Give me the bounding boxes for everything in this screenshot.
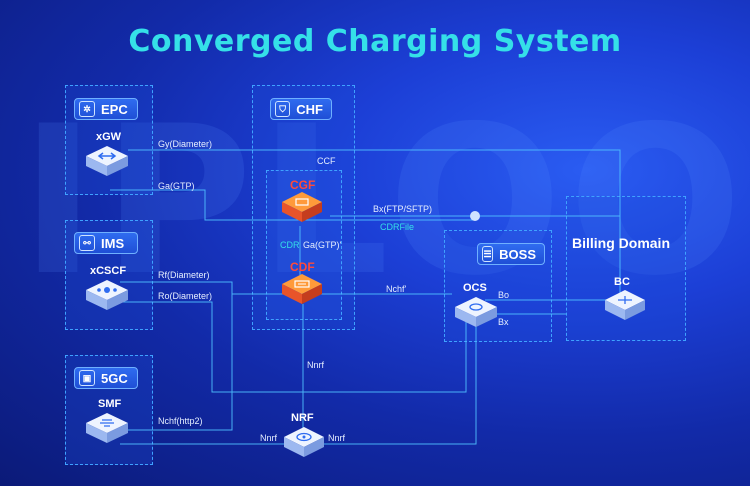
xcscf-label: xCSCF [90,265,127,277]
smf-label: SMF [98,398,122,410]
bx-ftp-label: Bx(FTP/SFTP) [373,204,432,214]
boss-badge: ☰BOSS [477,243,545,265]
billing-domain-title: Billing Domain [572,235,670,251]
ocs-label: OCS [463,282,487,294]
xcscf-node-icon [86,280,128,310]
nrf-node-icon [284,427,324,457]
bc-node-icon [605,290,645,320]
bx-label: Bx [498,317,509,327]
ims-badge: ⚯IMS [74,232,138,254]
bo-label: Bo [498,290,510,300]
smf-node-icon [86,413,128,443]
rf-line [120,281,302,295]
cgf-label: CGF [290,178,316,192]
cgf-node-icon [282,192,322,222]
xgw-label: xGW [96,131,122,143]
ga-label: Ga(GTP) [158,181,195,191]
xgw-node-icon [86,146,128,176]
ccf-label: CCF [317,156,336,166]
nnrf-right-line [318,322,477,445]
cdrfile-label: CDRFile [380,222,415,232]
cdf-label: CDF [290,260,315,274]
gy-label: Gy(Diameter) [158,139,213,149]
epc-badge: ✲EPC [74,98,138,120]
rf-label: Rf(Diameter) [158,270,210,280]
nchf-http2-label: Nchf(http2) [158,416,203,426]
cube-icon: ▣ [79,370,95,386]
ro-line [120,301,467,393]
nchf-http2-line [120,294,233,431]
nnrf-vertical-label: Nnrf [307,360,325,370]
server-icon: ☰ [482,246,494,262]
ro-label: Ro(Diameter) [158,291,213,301]
cdf-node-icon [282,274,322,304]
gy-line [128,149,621,296]
shield-icon: ⛉ [275,101,291,117]
watermark: IPLOOK [20,83,750,321]
network-icon: ⚯ [79,235,95,251]
nnrf-left-label: Nnrf [260,433,278,443]
ga-gtp-prime-label: Ga(GTP)' [303,240,342,250]
atom-icon: ✲ [79,101,95,117]
diagram-title: Converged Charging System [128,24,622,59]
nnrf-right-label: Nnrf [328,433,346,443]
fivegc-badge: ▣5GC [74,367,138,389]
nchf-prime-label: Nchf' [386,284,407,294]
nrf-label: NRF [291,412,314,424]
ocs-node-icon [455,297,497,327]
ga-line [110,189,475,221]
chf-badge: ⛉CHF [270,98,332,120]
bc-label: BC [614,276,630,288]
cdr-label: CDR [280,240,300,250]
